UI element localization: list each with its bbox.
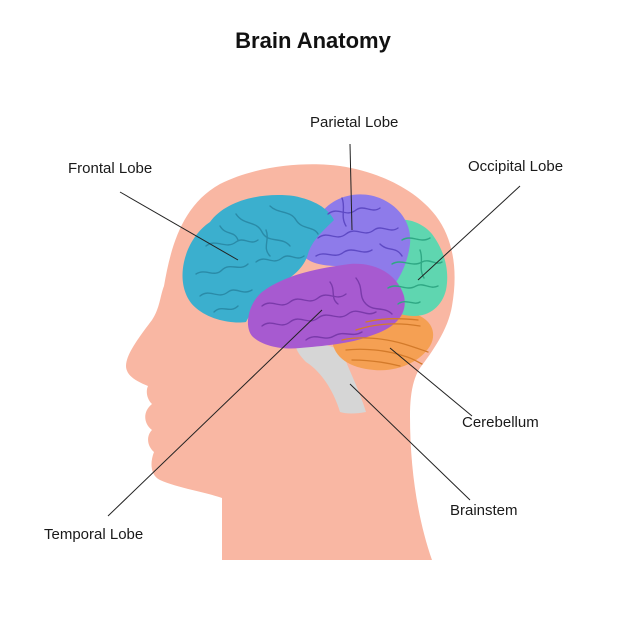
cerebellum-label: Cerebellum	[462, 414, 539, 431]
frontal-lobe-label: Frontal Lobe	[68, 160, 153, 177]
frontal-leader-line	[119, 191, 239, 261]
parietal-leader-line	[349, 143, 353, 231]
brainstem-label: Brainstem	[450, 502, 518, 519]
temporal-leader-line	[107, 309, 323, 517]
diagram-title: Brain Anatomy	[235, 28, 391, 53]
temporal-lobe-label: Temporal Lobe	[44, 526, 144, 543]
occipital-leader-line	[417, 185, 521, 281]
cerebellum-leader-line	[389, 347, 473, 417]
brainstem-leader-line	[349, 383, 471, 501]
parietal-lobe-label: Parietal Lobe	[310, 114, 399, 131]
brain-gyri	[195, 197, 443, 367]
brainstem-shape	[296, 343, 366, 414]
leader-lines	[107, 143, 521, 517]
occipital-lobe-label: Occipital Lobe	[468, 158, 564, 175]
